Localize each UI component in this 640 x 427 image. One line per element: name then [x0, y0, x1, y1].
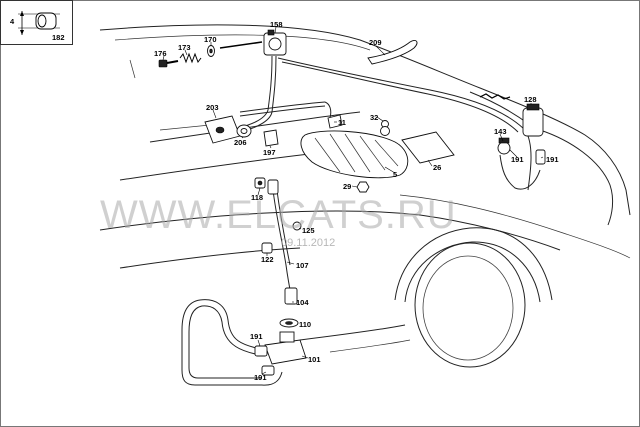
label-125: 125	[302, 226, 315, 235]
label-158: 158	[270, 20, 283, 29]
label-26: 26	[433, 163, 441, 172]
part-110-ring	[279, 318, 299, 328]
label-128: 128	[524, 95, 537, 104]
part-sensor-plug	[267, 179, 279, 195]
watermark-site: WWW.ELCATS.RU	[100, 193, 457, 237]
label-118: 118	[251, 193, 263, 202]
label-101: 101	[308, 355, 321, 364]
part-158-pump	[263, 29, 287, 56]
part-143-bolt	[497, 137, 511, 155]
part-173-spring	[179, 52, 202, 64]
label-32: 32	[370, 113, 378, 122]
label-122: 122	[261, 255, 274, 264]
part-122-plug	[261, 242, 273, 254]
connector-rod	[219, 41, 263, 49]
part-26-bracket	[401, 131, 455, 164]
label-110: 110	[299, 320, 311, 329]
part-206-grommet	[236, 124, 252, 138]
label-29: 29	[343, 182, 351, 191]
part-128-connector	[479, 93, 544, 137]
label-206: 206	[234, 138, 247, 147]
dimension-legend: 4 182	[0, 0, 73, 45]
label-107: 107	[296, 261, 309, 270]
label-173: 173	[178, 43, 191, 52]
label-191-a: 191	[511, 155, 524, 164]
label-191-b: 191	[546, 155, 559, 164]
watermark-date: 09.11.2012	[281, 237, 335, 249]
part-191-cap	[535, 149, 546, 165]
part-176-screw	[158, 59, 179, 68]
part-11-filter	[327, 114, 343, 129]
part-118-clip	[254, 177, 266, 189]
part-32-nut	[380, 120, 390, 136]
car-body-outline	[99, 24, 631, 368]
part-197-clip	[263, 129, 279, 147]
label-104: 104	[296, 298, 309, 307]
legend-dim-large: 182	[52, 33, 65, 42]
label-197: 197	[263, 148, 276, 157]
legend-dim-small: 4	[10, 17, 15, 26]
part-170-washer	[207, 45, 215, 57]
part-203-reservoir-flange	[204, 115, 241, 144]
part-labels: 158 176 173 170 209 128 203 206 197 11 3…	[154, 20, 559, 382]
label-209: 209	[369, 38, 382, 47]
label-203: 203	[206, 103, 219, 112]
label-176: 176	[154, 49, 167, 58]
label-11: 11	[338, 118, 346, 127]
part-104-sensor	[284, 287, 298, 305]
label-170: 170	[204, 35, 217, 44]
label-143: 143	[494, 127, 507, 136]
part-101-nozzle-valve	[254, 331, 307, 365]
leader-lines	[162, 26, 544, 375]
label-5: 5	[393, 170, 397, 179]
part-5-wash-pump-unit	[300, 130, 409, 179]
label-191-d: 191	[254, 373, 267, 382]
part-209-cable-tie	[367, 39, 418, 65]
part-29-nut	[356, 181, 370, 193]
label-191-c: 191	[250, 332, 263, 341]
